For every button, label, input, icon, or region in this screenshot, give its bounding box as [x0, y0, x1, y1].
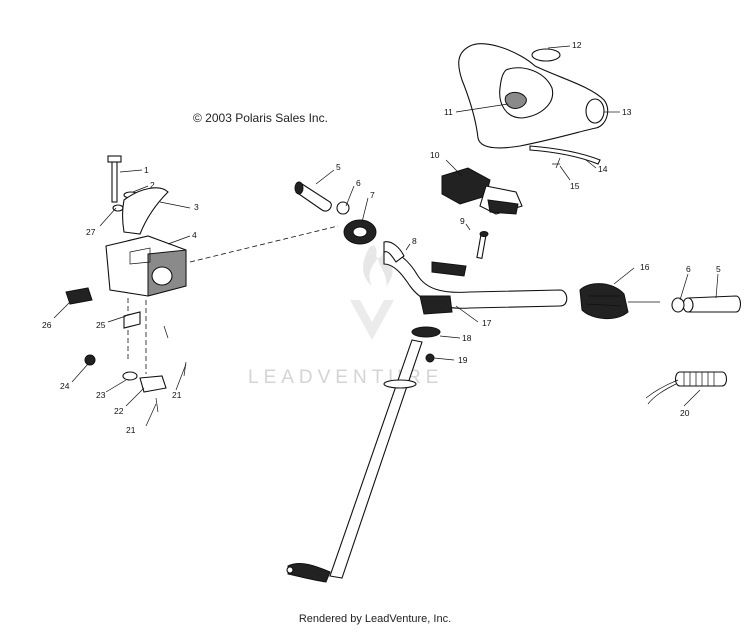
handlebar-clamp: [419, 261, 467, 315]
callout-21a: 21: [172, 390, 182, 400]
callout-8: 8: [412, 236, 417, 246]
callout-17: 17: [482, 318, 492, 328]
steering-column: [286, 326, 441, 583]
switch-housing: [441, 167, 523, 215]
mount-lines: [127, 298, 147, 374]
callout-2: 2: [150, 180, 155, 190]
left-control: [343, 219, 377, 245]
callout-13: 13: [622, 107, 632, 117]
callout-10: 10: [430, 150, 440, 160]
nut-24: [84, 354, 96, 366]
callout-21b: 21: [126, 425, 136, 435]
callout-11: 11: [444, 107, 453, 117]
callout-19: 19: [458, 355, 468, 365]
callout-5a: 5: [336, 162, 341, 172]
console-4: [105, 235, 187, 297]
seat-cover: [458, 43, 609, 169]
clip-26: [65, 287, 93, 305]
callout-20: 20: [680, 408, 690, 418]
alignment-line: [189, 225, 339, 263]
callout-14: 14: [598, 164, 608, 174]
wiring-harness: [645, 371, 728, 405]
left-grip: [294, 181, 350, 215]
callout-9: 9: [460, 216, 465, 226]
plate-22: [139, 375, 167, 393]
callout-1: 1: [144, 165, 149, 175]
throttle-assembly: [579, 283, 660, 319]
callout-6b: 6: [686, 264, 691, 274]
callout-5b: 5: [716, 264, 721, 274]
callout-27: 27: [86, 227, 96, 237]
arm-3: [121, 187, 169, 235]
washer-23: [122, 371, 138, 381]
callout-18: 18: [462, 333, 472, 343]
callout-23: 23: [96, 390, 106, 400]
copyright-notice: © 2003 Polaris Sales Inc.: [193, 111, 328, 125]
callout-12: 12: [572, 40, 582, 50]
callout-24: 24: [60, 381, 70, 391]
mirror-bolt: [107, 155, 122, 203]
footer-credit: Rendered by LeadVenture, Inc.: [298, 613, 452, 625]
screws-21: [163, 325, 187, 377]
callout-4: 4: [192, 230, 197, 240]
bracket-25: [123, 311, 141, 329]
handlebar: [383, 241, 568, 309]
callout-3: 3: [194, 202, 199, 212]
callout-15: 15: [570, 181, 580, 191]
callout-6a: 6: [356, 178, 361, 188]
callout-26: 26: [42, 320, 52, 330]
callout-25: 25: [96, 320, 106, 330]
right-grip: [671, 295, 742, 313]
screw-21-low: [155, 397, 159, 413]
callout-22: 22: [114, 406, 124, 416]
clamp-bolt: [476, 231, 489, 259]
callout-16: 16: [640, 262, 650, 272]
callout-7: 7: [370, 190, 375, 200]
nut-19: [425, 353, 435, 363]
leader-lines: [53, 45, 719, 427]
